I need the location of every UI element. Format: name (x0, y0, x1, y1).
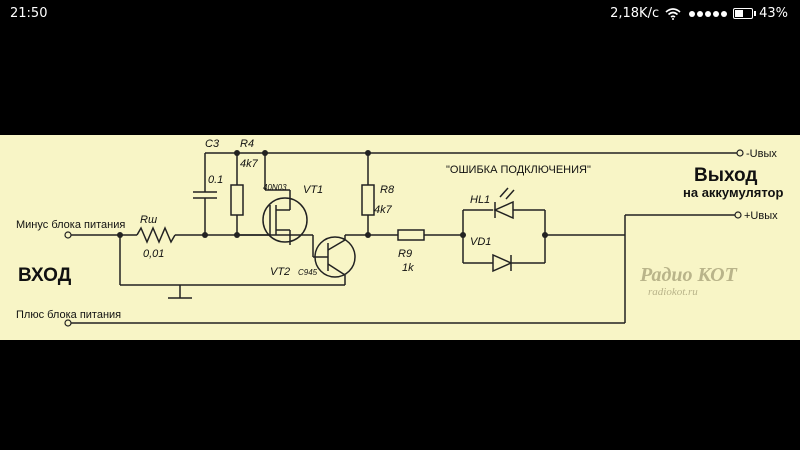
output-subtitle: на аккумулятор (683, 185, 783, 200)
minus-in-terminal (64, 231, 72, 239)
minus-out-terminal (736, 149, 744, 157)
input-title: ВХОД (18, 265, 72, 286)
r9-label: R9 (398, 248, 412, 260)
circuit-diagram: C3 0.1 R4 4k7 40N03 VT1 R8 4k7 Rш 0,01 V… (16, 138, 783, 327)
c3-value: 0.1 (208, 174, 223, 186)
r4-resistor (230, 184, 244, 216)
vd1-label: VD1 (470, 236, 491, 248)
r4-value: 4k7 (240, 158, 259, 170)
c3-label: C3 (205, 138, 220, 150)
battery-fill (735, 10, 743, 17)
r9-resistor (397, 229, 425, 241)
signal-dots-icon (687, 6, 728, 21)
plus-out-label: +Uвых (744, 210, 778, 222)
vt1-part: 40N03 (263, 183, 287, 192)
r9-value: 1k (402, 262, 414, 274)
minus-input-label: Минус блока питания (16, 219, 125, 231)
status-time: 21:50 (10, 6, 48, 21)
vt1-mosfet (262, 197, 308, 243)
r8-resistor (361, 184, 375, 216)
rsh-value: 0,01 (143, 248, 164, 260)
output-title: Выход (694, 165, 757, 186)
status-bar: 21:50 2,18K/c 43% (0, 0, 800, 28)
r8-label: R8 (380, 184, 395, 196)
vd1-diode (492, 253, 513, 273)
minus-out-label: -Uвых (746, 148, 777, 160)
hl1-label: HL1 (470, 194, 490, 206)
r8-value: 4k7 (374, 204, 393, 216)
status-right: 2,18K/c 43% (610, 6, 788, 21)
r4-label: R4 (240, 138, 254, 150)
plus-input-label: Плюс блока питания (16, 309, 121, 321)
vt2-label: VT2 (270, 266, 290, 278)
logo-url: radiokot.ru (648, 286, 698, 298)
plus-in-terminal (64, 319, 72, 327)
network-speed: 2,18K/c (610, 6, 660, 21)
rsh-label: Rш (140, 214, 157, 226)
error-label: "ОШИБКА ПОДКЛЮЧЕНИЯ" (446, 164, 591, 176)
vt2-part: C945 (298, 268, 318, 277)
hl1-led (493, 200, 514, 220)
battery-percent: 43% (759, 6, 788, 21)
logo-main: Радио КОТ (639, 264, 738, 286)
wifi-icon (665, 7, 681, 20)
image-viewer[interactable]: C3 0.1 R4 4k7 40N03 VT1 R8 4k7 Rш 0,01 V… (0, 135, 800, 340)
vt1-label: VT1 (303, 184, 323, 196)
battery-icon (733, 8, 757, 19)
plus-out-terminal (734, 211, 742, 219)
